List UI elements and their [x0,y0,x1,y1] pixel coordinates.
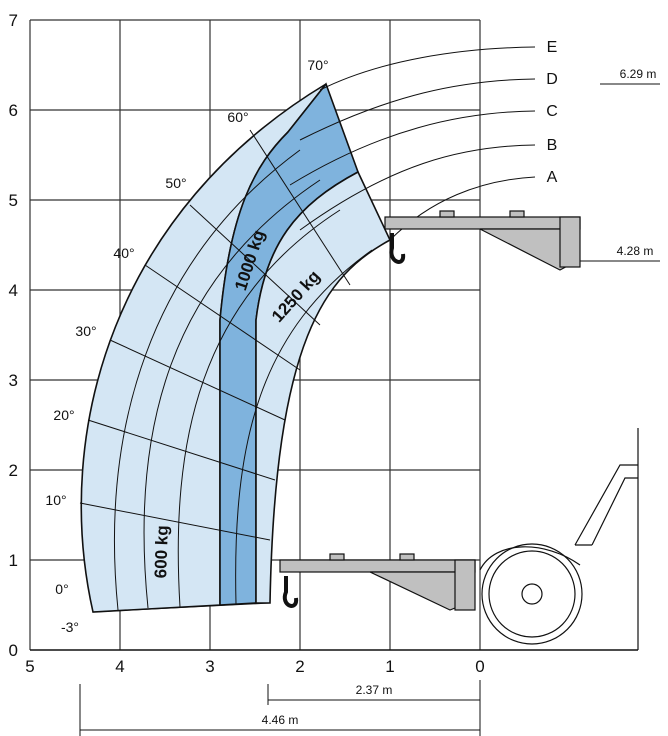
x-tick-label: 2 [295,657,304,676]
extension-arcs [114,149,373,611]
angle-label: 40° [113,245,134,261]
angle-label: 10° [45,492,66,508]
angle-label: 70° [307,57,328,73]
y-tick-label: 3 [9,371,18,390]
leader-lines [289,46,536,241]
extension-label: D [546,71,558,88]
angle-lines [79,129,351,613]
dim-max-height: 6.29 m [620,67,657,81]
angle-label: 50° [165,175,186,191]
angle-label: 30° [75,323,96,339]
upper-hook-icon [389,233,406,264]
lower-attachment [279,553,476,611]
zone-1250kg [255,170,392,604]
y-tick-label: 1 [9,551,18,570]
angle-label: 0° [55,581,68,597]
angle-label: 20° [53,407,74,423]
x-tick-label: 3 [205,657,214,676]
angle-label: -3° [61,619,79,635]
dimension-lines [79,83,660,736]
machine-outline [479,428,639,650]
y-tick-label: 7 [9,11,18,30]
extension-label: B [547,137,558,154]
dim-max-reach: 4.46 m [262,713,299,727]
lower-hook-icon [282,576,299,608]
x-tick-label: 4 [115,657,124,676]
y-tick-label: 6 [9,101,18,120]
extension-label: C [546,103,558,120]
load-zone-label: 600 kg [151,525,172,579]
angle-label: 60° [227,109,248,125]
upper-attachment [384,210,581,271]
y-tick-label: 0 [9,641,18,660]
extension-label: A [547,169,558,186]
x-tick-label: 1 [385,657,394,676]
x-tick-label: 0 [475,657,484,676]
dim-min-reach: 2.37 m [356,683,393,697]
y-tick-label: 2 [9,461,18,480]
y-tick-label: 5 [9,191,18,210]
extension-label: E [547,39,558,56]
y-tick-label: 4 [9,281,18,300]
dim-retracted-height: 4.28 m [617,244,654,258]
x-tick-label: 5 [25,657,34,676]
